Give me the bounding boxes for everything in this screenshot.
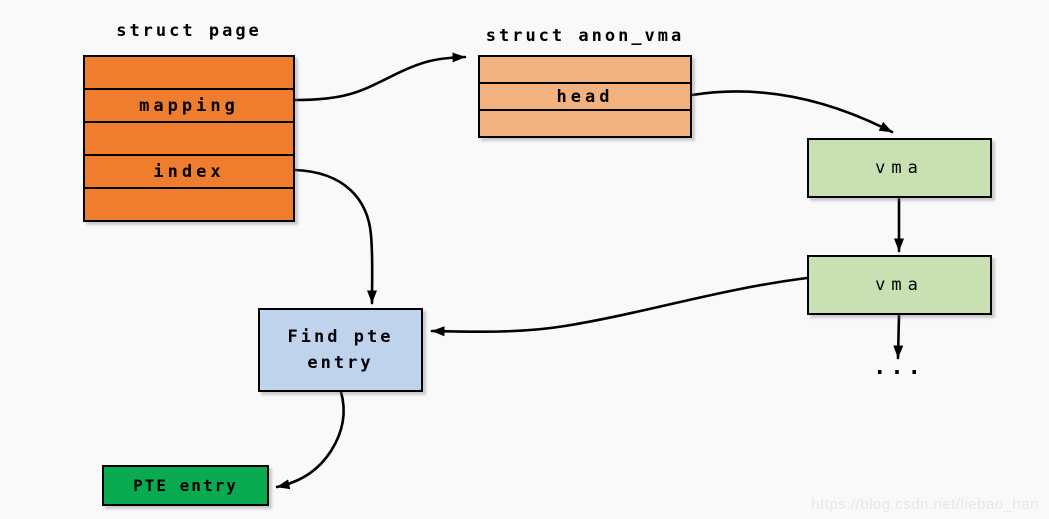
vma-box-2: vma [807, 255, 992, 315]
anon-vma-row-2 [480, 111, 690, 136]
arrow-head-to-vma1 [690, 90, 894, 134]
struct-page-title: struct page [116, 21, 262, 41]
struct-anon-vma-title: struct anon_vma [485, 26, 685, 46]
arrow-mapping-to-anon-vma [293, 52, 467, 102]
arrow-vma2-to-find-pte [430, 276, 809, 337]
struct-page-row-0 [85, 57, 293, 90]
struct-page-row-2 [85, 123, 293, 156]
arrow-index-to-find-pte [293, 168, 378, 305]
struct-page-box: mapping index [83, 55, 295, 222]
anon-vma-row-head: head [480, 84, 690, 111]
find-pte-line2: entry [307, 353, 374, 373]
struct-anon-vma-box: head [478, 55, 692, 138]
vma-box-1: vma [807, 138, 992, 198]
arrow-find-pte-to-pte-entry [275, 390, 345, 490]
struct-page-row-index: index [85, 156, 293, 189]
struct-page-row-4 [85, 189, 293, 220]
find-pte-entry-box: Find pte entry [258, 308, 423, 392]
anon-vma-row-0 [480, 57, 690, 84]
struct-page-row-mapping: mapping [85, 90, 293, 123]
watermark-url: https://blog.csdn.net/liebao_han [811, 496, 1039, 513]
arrow-vma2-to-ellipsis [893, 313, 904, 360]
pte-entry-box: PTE entry [102, 465, 269, 506]
vma-list-ellipsis: ... [873, 355, 925, 380]
find-pte-line1: Find pte [287, 327, 394, 347]
